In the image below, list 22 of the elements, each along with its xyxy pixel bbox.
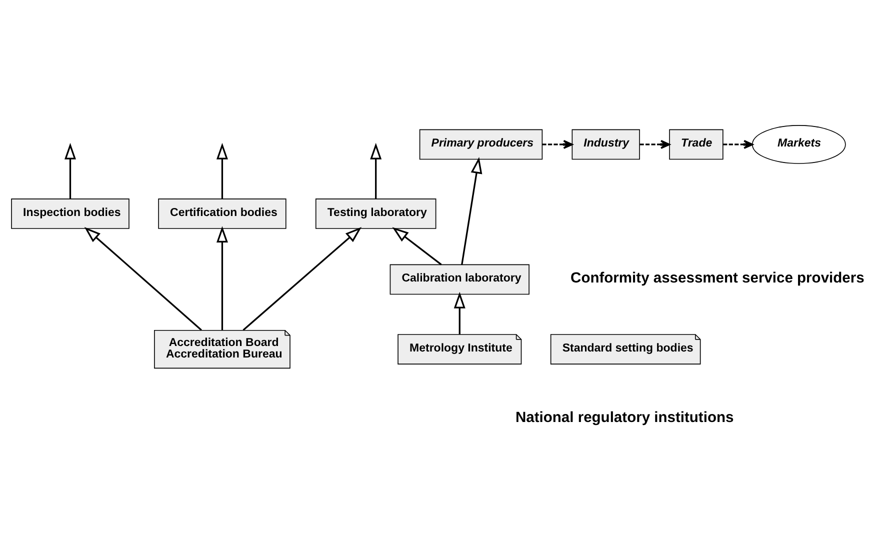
node-box: Calibration laboratory bbox=[390, 264, 530, 294]
arrow bbox=[216, 226, 228, 330]
arrow bbox=[216, 142, 228, 198]
arrow bbox=[84, 226, 202, 330]
node-box: Inspection bodies bbox=[11, 198, 130, 228]
node-box: Trade bbox=[669, 128, 724, 160]
arrow bbox=[454, 291, 466, 334]
label: National regulatory institutions bbox=[515, 409, 734, 426]
arrow bbox=[392, 226, 442, 265]
node-box: Testing laboratory bbox=[315, 198, 436, 228]
arrow bbox=[461, 156, 482, 264]
arrow bbox=[723, 139, 754, 148]
arrow bbox=[640, 139, 670, 148]
node-box: Certification bodies bbox=[158, 198, 286, 228]
arrow bbox=[242, 226, 362, 330]
arrow bbox=[370, 142, 382, 198]
arrow bbox=[64, 142, 76, 198]
arrow bbox=[542, 139, 573, 148]
node-box: Primary producers bbox=[419, 128, 543, 160]
node-ellipse: Markets bbox=[752, 124, 846, 164]
label: Conformity assessment service providers bbox=[570, 270, 864, 286]
node-box: Industry bbox=[572, 128, 640, 160]
